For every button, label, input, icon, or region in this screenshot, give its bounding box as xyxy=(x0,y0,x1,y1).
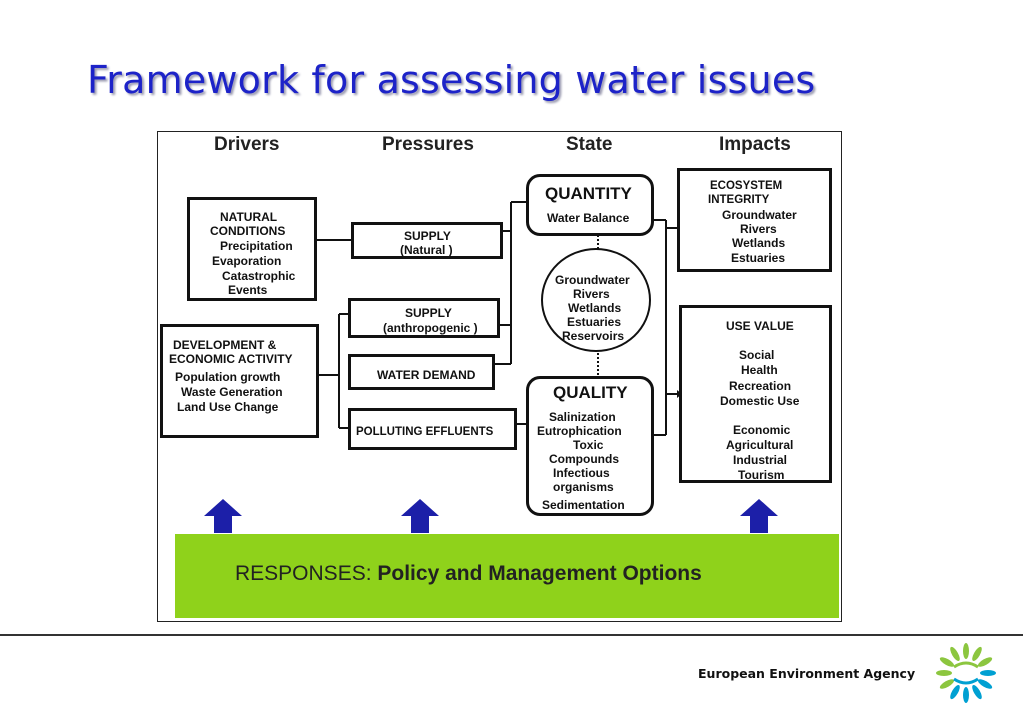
column-header-drivers: Drivers xyxy=(214,134,280,155)
box-water-demand: WATER DEMAND xyxy=(348,354,495,390)
agency-name: European Environment Agency xyxy=(698,666,916,681)
use-value-item-3: Recreation xyxy=(729,379,792,393)
quality-item-3: Toxic xyxy=(573,438,604,452)
slide-title: Framework for assessing water issues xyxy=(87,58,816,102)
use-value-item-7: Industrial xyxy=(733,453,788,467)
responses-prefix: RESPONSES: xyxy=(235,562,372,585)
quality-item-4: Compounds xyxy=(549,452,619,466)
water-body-4: Estuaries xyxy=(567,315,622,329)
ecosystem-line-1: ECOSYSTEM xyxy=(710,180,783,192)
responses-options: Policy and Management Options xyxy=(377,562,702,585)
development-line-5: Land Use Change xyxy=(177,400,279,414)
supply-anthro-line-2: (anthropogenic ) xyxy=(383,321,478,335)
ecosystem-line-2: INTEGRITY xyxy=(708,194,770,206)
supply-anthro-line-1: SUPPLY xyxy=(405,306,452,320)
use-value-item-6: Agricultural xyxy=(726,438,794,452)
quantity-title: QUANTITY xyxy=(545,184,632,203)
box-natural-conditions: NATURAL CONDITIONS Precipitation Evapora… xyxy=(187,197,317,301)
water-demand-label: WATER DEMAND xyxy=(377,368,476,382)
development-line-2: ECONOMIC ACTIVITY xyxy=(169,352,293,366)
quality-title: QUALITY xyxy=(553,383,628,402)
natural-line-1: NATURAL xyxy=(220,210,278,224)
development-line-1: DEVELOPMENT & xyxy=(173,338,277,352)
natural-line-3: Precipitation xyxy=(220,239,293,253)
ecosystem-line-6: Estuaries xyxy=(731,251,786,265)
box-polluting-effluents: POLLUTING EFFLUENTS xyxy=(348,408,517,450)
responses-bar: RESPONSES: Policy and Management Options xyxy=(175,534,839,618)
box-quality: QUALITY Salinization Eutrophication Toxi… xyxy=(526,376,654,516)
framework-diagram: Drivers Pressures State Impacts xyxy=(157,131,842,622)
box-development-economic: DEVELOPMENT & ECONOMIC ACTIVITY Populati… xyxy=(160,324,319,438)
box-ecosystem-integrity: ECOSYSTEM INTEGRITY Groundwater Rivers W… xyxy=(677,168,832,272)
use-value-item-4: Domestic Use xyxy=(720,394,800,408)
column-header-impacts: Impacts xyxy=(719,134,791,155)
water-body-3: Wetlands xyxy=(568,301,622,315)
supply-natural-line-1: SUPPLY xyxy=(404,229,451,243)
quality-item-5: Infectious xyxy=(553,466,610,480)
quality-item-1: Salinization xyxy=(549,410,616,424)
ecosystem-line-4: Rivers xyxy=(740,222,777,236)
quality-item-6: organisms xyxy=(553,480,614,494)
arrow-up-impacts-icon xyxy=(740,499,778,533)
use-value-item-8: Tourism xyxy=(738,468,785,482)
water-body-5: Reservoirs xyxy=(562,329,625,343)
arrow-up-pressures-icon xyxy=(401,499,439,533)
quantity-subtitle: Water Balance xyxy=(547,211,630,225)
water-body-2: Rivers xyxy=(573,287,610,301)
natural-line-4: Evaporation xyxy=(212,254,282,268)
use-value-title: USE VALUE xyxy=(726,319,794,333)
quality-item-7: Sedimentation xyxy=(542,498,625,512)
quality-item-2: Eutrophication xyxy=(537,424,622,438)
natural-line-2: CONDITIONS xyxy=(210,224,286,238)
box-quantity: QUANTITY Water Balance xyxy=(526,174,654,236)
ecosystem-line-3: Groundwater xyxy=(722,208,797,222)
box-supply-natural: SUPPLY (Natural ) xyxy=(351,222,503,259)
column-header-state: State xyxy=(566,134,613,155)
use-value-item-2: Health xyxy=(741,363,778,377)
natural-line-5: Catastrophic xyxy=(222,269,296,283)
natural-line-6: Events xyxy=(228,283,268,297)
box-supply-anthropogenic: SUPPLY (anthropogenic ) xyxy=(348,298,500,338)
use-value-item-5: Economic xyxy=(733,423,791,437)
use-value-item-1: Social xyxy=(739,348,775,362)
water-body-1: Groundwater xyxy=(555,273,630,287)
arrow-up-drivers-icon xyxy=(204,499,242,533)
ecosystem-line-5: Wetlands xyxy=(732,236,786,250)
development-line-3: Population growth xyxy=(175,370,281,384)
responses-text: RESPONSES: Policy and Management Options xyxy=(235,562,702,586)
polluting-effluents-label: POLLUTING EFFLUENTS xyxy=(356,426,494,438)
ellipse-water-bodies: Groundwater Rivers Wetlands Estuaries Re… xyxy=(541,248,651,352)
development-line-4: Waste Generation xyxy=(181,385,283,399)
eea-logo-icon xyxy=(936,643,996,703)
column-header-pressures: Pressures xyxy=(382,134,474,155)
supply-natural-line-2: (Natural ) xyxy=(400,243,453,257)
box-use-value: USE VALUE Social Health Recreation Domes… xyxy=(679,305,832,483)
footer-divider xyxy=(0,634,1023,636)
